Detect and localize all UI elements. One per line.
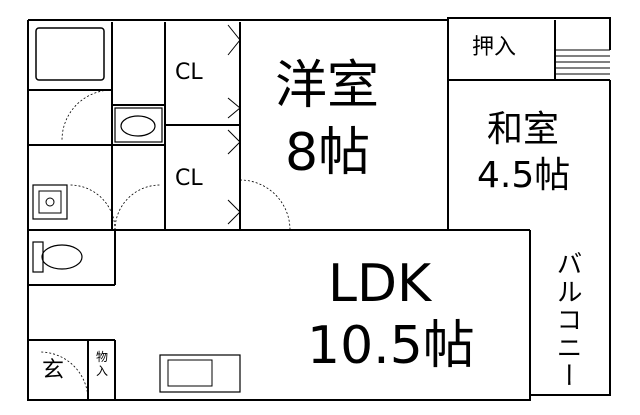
ldk-name: LDK xyxy=(328,254,432,314)
outer-walls xyxy=(27,17,611,401)
interior-walls xyxy=(28,20,610,400)
washer-pan xyxy=(32,184,68,220)
kitchen-counter xyxy=(159,354,241,393)
genkan-label: 玄 xyxy=(42,358,65,383)
ldk-size: 10.5帖 xyxy=(307,316,475,376)
closet-bottom-label: CL xyxy=(175,166,203,191)
balcony-stairs xyxy=(555,49,610,75)
western-room-size: 8帖 xyxy=(285,123,371,183)
sink-bowl xyxy=(120,115,156,137)
toilet xyxy=(32,241,83,273)
door-swings xyxy=(39,89,291,401)
kitchen-sink xyxy=(167,359,213,387)
oshiire-label: 押入 xyxy=(472,35,517,60)
storage-label: 物入 xyxy=(95,350,108,378)
japanese-room-size: 4.5帖 xyxy=(477,155,571,196)
closet-doors xyxy=(227,24,241,225)
closet-top-label: CL xyxy=(175,60,203,85)
bathtub xyxy=(35,27,105,81)
balcony-label: バルコニー xyxy=(552,250,582,390)
japanese-room-name: 和室 xyxy=(487,109,560,150)
western-room-name: 洋室 xyxy=(275,56,380,116)
washbasin xyxy=(114,107,163,143)
